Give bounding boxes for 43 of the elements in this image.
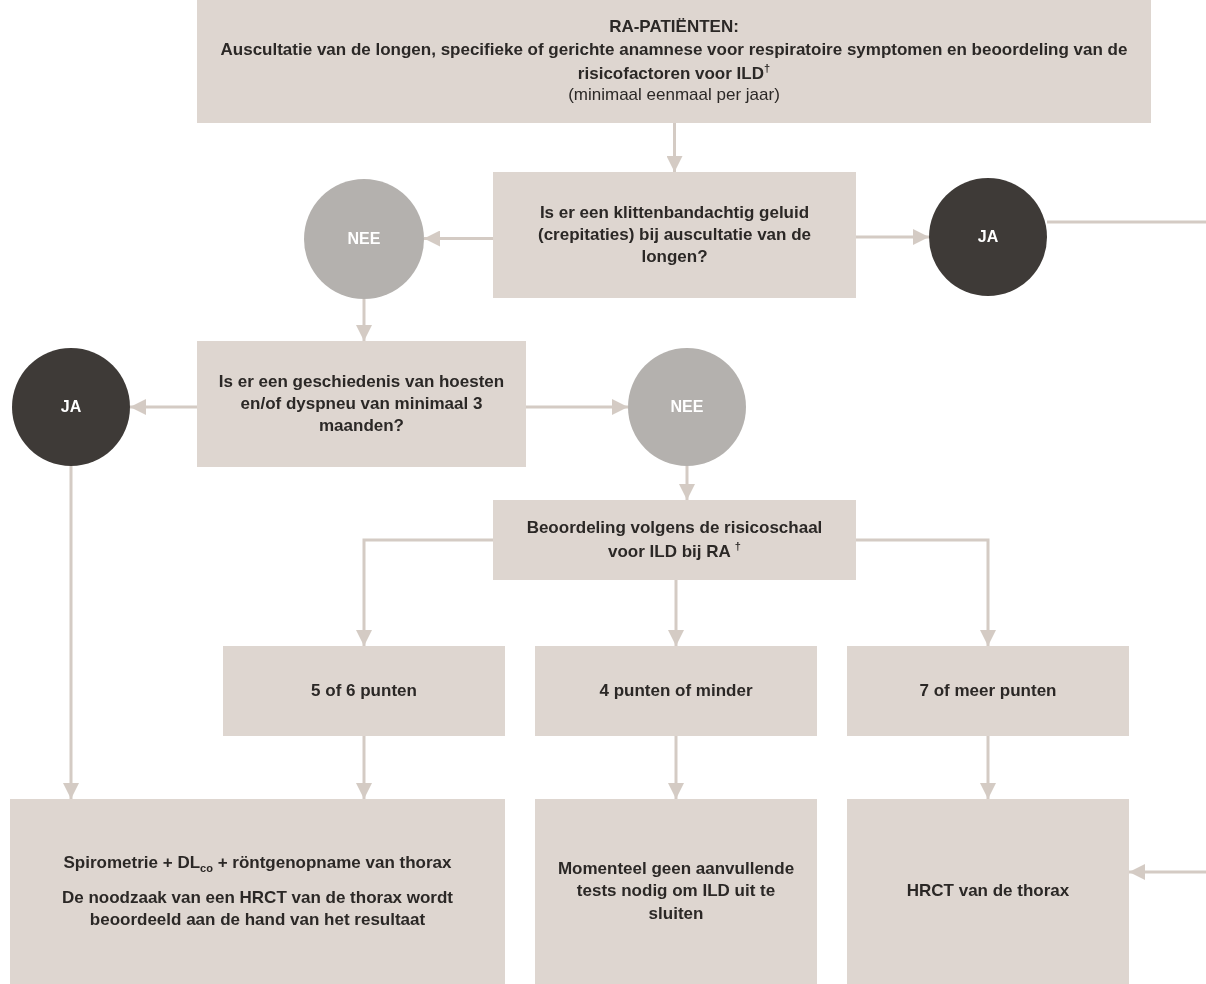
box-text: De noodzaak van een HRCT van de thorax wordt beoordeeld aan de hand van het resultaat [60, 887, 455, 932]
answer-label: NEE [347, 230, 381, 248]
arrow [668, 580, 684, 646]
arrow [679, 466, 695, 500]
box-text: Spirometrie + DL$_{co}$ + röntgenopname van thorax [63, 851, 452, 876]
box-text: HRCT van de thorax [906, 880, 1070, 903]
process-box [535, 646, 817, 736]
arrow [1129, 864, 1206, 880]
box-text: Momenteel geen aanvullende tests nodig om ILD uit te sluiten [556, 858, 796, 925]
box-text: 4 punten of minder [599, 679, 753, 702]
process-box [197, 0, 1151, 123]
process-box [847, 799, 1129, 984]
arrow [980, 736, 996, 799]
box-text: Beoordeling volgens de risicoschaal voor ILD bij RA $^{†}$ [525, 517, 824, 563]
process-box [493, 172, 856, 298]
box-text: Auscultatie van de longen, specifieke of gerichte anamnese voor respiratoire symptomen en beoordeling van de risicofactoren voor ILD$^{†}$ [219, 38, 1129, 85]
answer-label: NEE [670, 398, 704, 416]
box-text: Is er een geschiedenis van hoesten en/of dyspneu van minimaal 3 maanden? [217, 370, 506, 438]
answer-label: JA [60, 398, 82, 416]
process-box [223, 646, 505, 736]
box-text: 5 of 6 punten [311, 679, 417, 702]
process-box [493, 500, 856, 580]
box-text: RA-PATIËNTEN: [609, 16, 739, 39]
arrow [856, 538, 996, 646]
arrow [356, 736, 372, 799]
process-box [197, 341, 526, 467]
arrow [856, 229, 929, 245]
process-box [535, 799, 817, 984]
arrow [424, 230, 493, 247]
arrow [668, 736, 684, 799]
box-text: 7 of meer punten [919, 679, 1057, 702]
arrow [63, 466, 79, 799]
arrow [130, 399, 197, 415]
box-text: (minimaal eenmaal per jaar) [568, 84, 780, 107]
arrow [526, 399, 628, 415]
process-box [10, 799, 505, 984]
connector-line [1047, 220, 1206, 224]
arrow [356, 299, 372, 341]
arrow [356, 538, 493, 646]
box-text: Is er een klittenbandachtig geluid (crepitaties) bij auscultatie van de longen? [537, 201, 812, 269]
arrow [666, 123, 683, 172]
answer-label: JA [977, 228, 999, 246]
process-box [847, 646, 1129, 736]
